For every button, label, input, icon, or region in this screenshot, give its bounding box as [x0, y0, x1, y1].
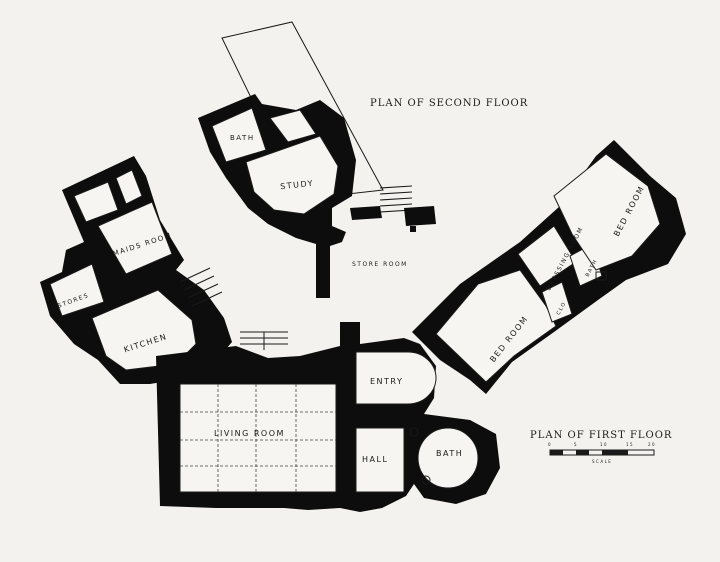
scale-bar: 0 5 10 15 20 SCALE	[548, 442, 656, 464]
fixture-basin	[421, 475, 431, 485]
room-stores	[49, 263, 105, 317]
room-clo	[541, 281, 573, 323]
label-hall: HALL	[362, 455, 388, 464]
right-bedroom-wing	[412, 140, 686, 394]
label-bath-upper: BATH	[230, 134, 255, 142]
fixture-wc	[409, 427, 419, 437]
wall-store-a	[350, 206, 382, 220]
room-entry	[355, 351, 437, 405]
stair-landing	[269, 109, 317, 143]
room-bath-upper	[211, 107, 267, 163]
fixture-tub	[595, 271, 607, 281]
label-living-room: LIVING ROOM	[214, 429, 285, 438]
room-maids	[97, 201, 173, 275]
central-block	[156, 322, 500, 512]
scale-tick-5: 5	[574, 442, 578, 447]
label-bath-lower: BATH	[436, 449, 463, 458]
room-small-b	[115, 169, 143, 205]
scale-tick-20: 20	[648, 442, 656, 447]
scale-tick-10: 10	[600, 442, 608, 447]
wall-store-b	[404, 206, 436, 226]
room-bed-upper	[553, 153, 661, 271]
room-bath-lower	[417, 427, 479, 489]
entry-stair	[240, 331, 288, 350]
chimney-upper	[232, 168, 246, 182]
label-entry: ENTRY	[370, 377, 403, 386]
label-store-room: STORE ROOM	[352, 261, 408, 268]
living-room-grid	[180, 384, 336, 492]
kitchen-steps	[179, 267, 223, 307]
title-second-floor: PLAN OF SECOND FLOOR	[370, 98, 528, 109]
room-hall	[355, 427, 405, 493]
label-study: STUDY	[280, 179, 315, 191]
scale-tick-0: 0	[548, 442, 552, 447]
scale-tick-15: 15	[626, 442, 634, 447]
scale-label: SCALE	[592, 459, 612, 464]
left-service-wing	[40, 156, 232, 384]
title-first-floor: PLAN OF FIRST FLOOR	[530, 430, 672, 441]
room-living	[179, 383, 337, 493]
wall-store-c	[410, 226, 416, 232]
room-study	[245, 135, 339, 215]
room-small-a	[73, 181, 119, 223]
second-floor-plan	[198, 21, 436, 298]
